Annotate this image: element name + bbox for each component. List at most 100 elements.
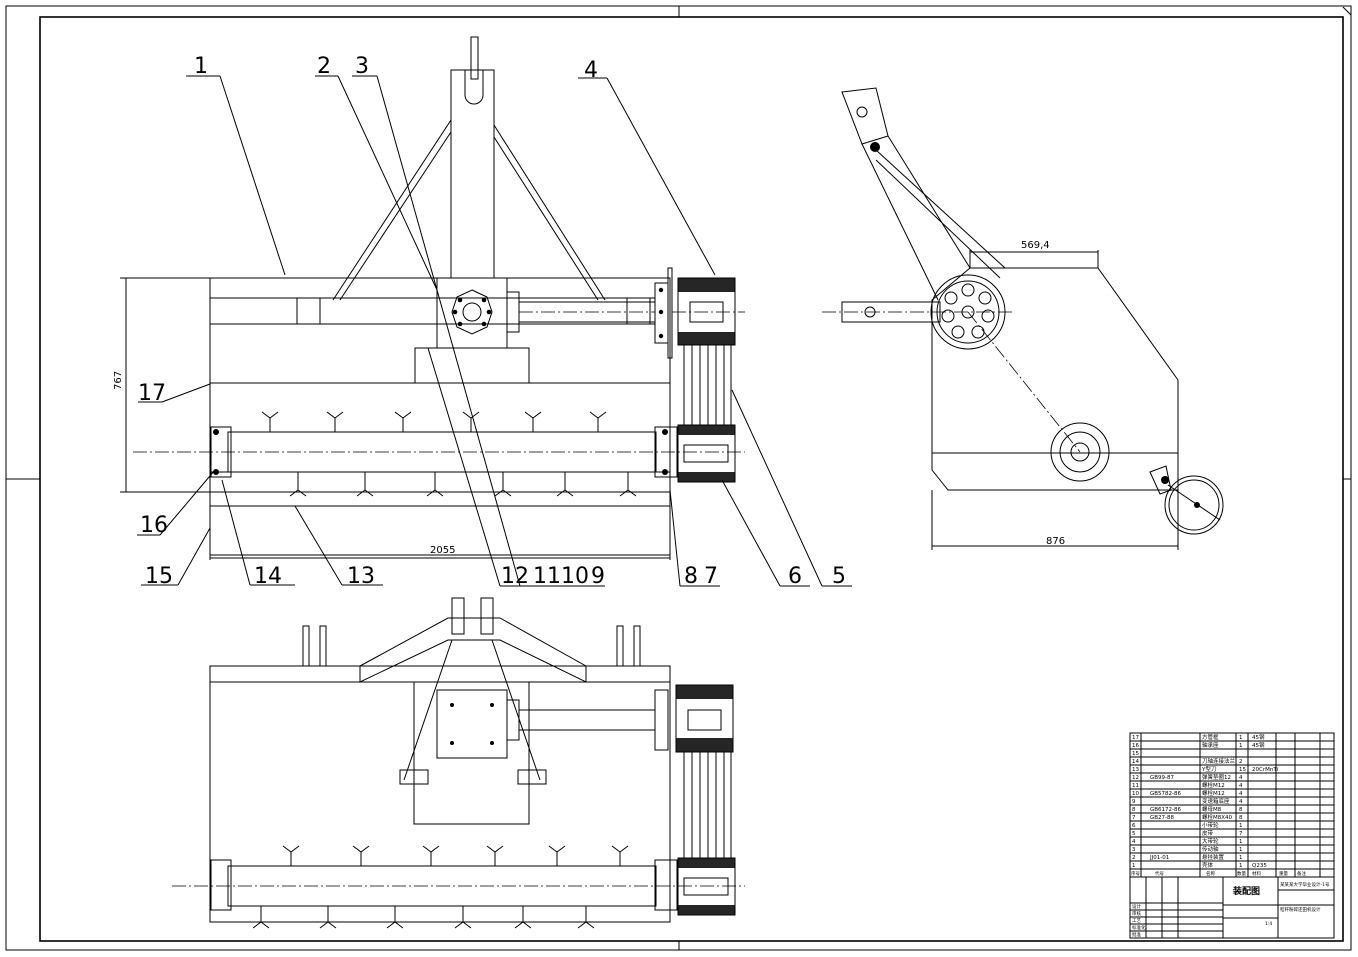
callout: 5 [832,564,846,589]
callout: 1 [194,54,208,79]
parts-cell-no: 4 [1132,839,1136,845]
parts-cell-name: 传动轴 [1202,845,1219,853]
y-blades-bottom [289,472,637,497]
parts-cell-std: GB6172-86 [1150,807,1182,813]
parts-cell-qty: 1 [1239,743,1243,749]
callout-labels: 1 2 3 4 5 6 8 7 12 11 10 9 13 14 15 16 1… [138,54,846,589]
drawing-title: 装配图 [1232,885,1260,897]
parts-cell-no: 14 [1132,759,1139,765]
header-no: 序号 [1131,870,1140,877]
callout: 13 [347,564,375,589]
parts-cell-no: 16 [1132,743,1139,749]
parts-cell-name: 弹簧垫圈12 [1202,773,1231,781]
parts-cell-qty: 2 [1239,759,1243,765]
parts-cell-no: 17 [1132,735,1139,741]
dimension-side-bottom: 876 [1046,536,1065,547]
callout: 3 [355,54,369,79]
parts-cell-qty: 4 [1239,799,1243,805]
callout: 14 [254,564,282,589]
parts-cell-name: 方管框 [1202,733,1219,741]
callout: 8 [684,564,698,589]
parts-cell-qty: 1 [1239,855,1243,861]
project-name: 秸秆粉碎还田机设计 [1280,906,1321,913]
parts-cell-name: Y型刀 [1201,765,1216,773]
callout: 7 [704,564,718,589]
parts-cell-qty: 1 [1239,735,1243,741]
header-mat: 材料 [1252,870,1261,877]
sign-row: 审核 [1132,910,1141,917]
parts-cell-name: 小带轮 [1202,821,1219,829]
callout: 2 [317,54,331,79]
parts-cell-name: 螺栓M12 [1202,781,1225,789]
header-note: 备注 [1297,870,1306,877]
school-name: 某某某大学毕业设计-1号 [1280,881,1330,888]
parts-cell-no: 15 [1132,751,1139,757]
parts-cell-name: 轴承座 [1202,741,1219,749]
parts-cell-qty: 1 [1239,847,1243,853]
parts-cell-mat: 45钢 [1252,741,1265,749]
sign-row: 设计 [1132,903,1141,910]
parts-cell-name: 刀轴连接法兰 [1202,757,1236,765]
header-qty: 数量 [1237,870,1246,877]
parts-cell-mat: 20CrMnTi [1252,767,1279,773]
parts-cell-std: GB27-88 [1150,815,1175,821]
parts-cell-name: 皮带 [1202,829,1214,837]
parts-cell-no: 6 [1132,823,1136,829]
parts-cell-qty: 7 [1239,831,1243,837]
parts-cell-no: 11 [1132,783,1139,789]
title-grid [1130,876,1334,938]
callout: 9 [591,564,605,589]
dimension-height: 767 [113,371,124,390]
parts-cell-name: 螺母M8 [1202,805,1222,813]
header-name: 名称 [1206,870,1215,877]
parts-cell-no: 5 [1132,831,1136,837]
side-view [822,87,1224,550]
parts-cell-std: GB5782-86 [1150,791,1182,797]
leader-lines [137,75,852,587]
callout: 16 [140,513,168,538]
callout: 6 [788,564,802,589]
parts-cell-name: 大带轮 [1202,837,1219,845]
parts-cell-no: 8 [1132,807,1136,813]
parts-cell-name: 壳体 [1202,861,1214,869]
parts-cell-name: 螺栓M12 [1202,789,1225,797]
parts-cell-qty: 1 [1239,823,1243,829]
parts-cell-no: 12 [1132,775,1139,781]
parts-cell-qty: 8 [1239,815,1243,821]
parts-cell-name: 螺栓M8X40 [1202,813,1233,821]
parts-cell-no: 2 [1132,855,1136,861]
callout: 12 [501,564,529,589]
dimension-width: 2055 [430,545,455,556]
sign-row: 工艺 [1132,918,1141,924]
parts-cell-qty: 4 [1239,783,1243,789]
top-view [172,597,745,929]
parts-cell-name: 悬挂装置 [1202,853,1225,861]
parts-cell-no: 7 [1132,815,1136,821]
callout: 10 [561,564,589,589]
parts-cell-qty: 1 [1239,839,1243,845]
parts-cell-std: JJ01-01 [1149,855,1169,861]
parts-cell-mat: 45钢 [1252,733,1265,741]
callout: 4 [584,58,598,83]
parts-cell-qty: 1 [1239,863,1243,869]
parts-cell-std: GB99-87 [1150,775,1175,781]
callout: 15 [145,564,173,589]
sign-row: 批准 [1132,931,1141,938]
header-weight: 重量 [1279,870,1288,877]
front-view [120,36,745,560]
parts-cell-qty: 8 [1239,807,1243,813]
parts-cell-mat: Q235 [1252,863,1267,869]
dimension-side-top: 569,4 [1021,240,1050,251]
y-blades-top [261,411,607,432]
dimension-lines [120,277,671,560]
drawing-scale: 1:4 [1265,921,1272,927]
parts-cell-qty: 4 [1239,791,1243,797]
parts-cell-no: 9 [1132,799,1136,805]
parts-cell-qty: 4 [1239,775,1243,781]
parts-cell-no: 1 [1132,863,1136,869]
parts-cell-no: 13 [1132,767,1139,773]
callout: 11 [533,564,561,589]
parts-cell-no: 10 [1132,791,1139,797]
